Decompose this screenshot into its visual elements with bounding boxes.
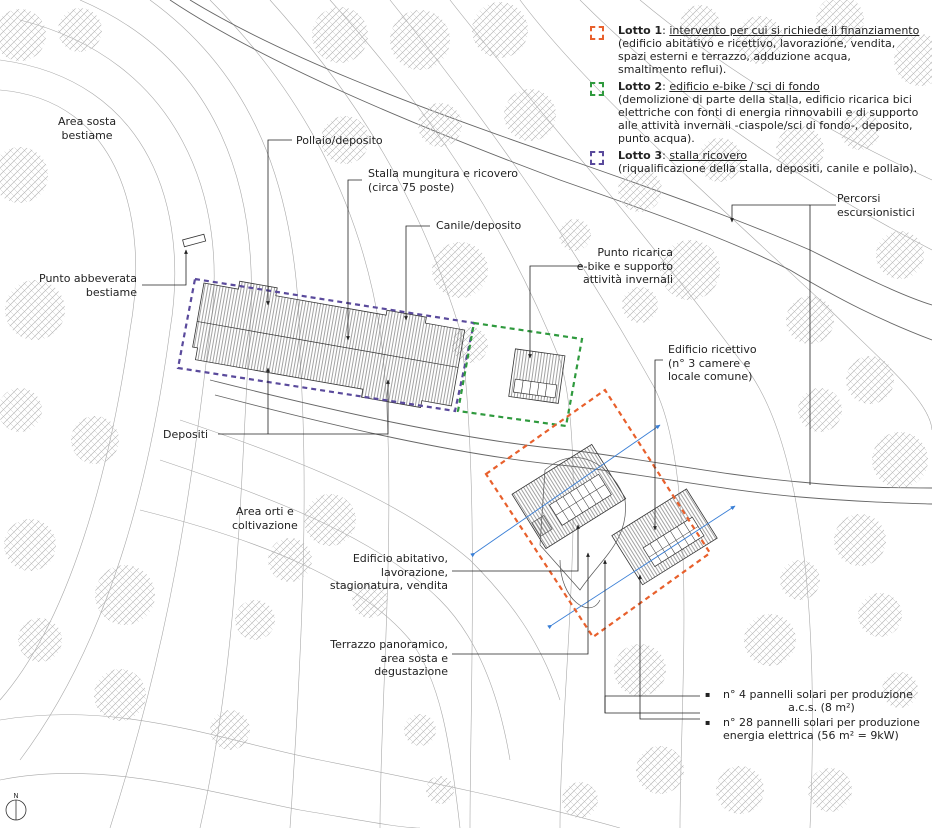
label-percorsi: Percorsi escursionistici: [837, 192, 915, 219]
legend-lotto-1: Lotto 1: intervento per cui si richiede …: [590, 24, 925, 76]
legend-subject: intervento per cui si richiede il finanz…: [669, 24, 920, 37]
solar-axis-lines: [470, 424, 736, 630]
legend-title: Lotto 2: [618, 80, 663, 93]
leader-lines: [142, 139, 836, 720]
label-area-orti: Area orti e coltivazione: [232, 505, 298, 532]
lotto-3-boundary: [176, 277, 476, 413]
solar-note: n° 4 pannelli solari per produzione a.c.…: [705, 688, 920, 714]
legend-desc-line: elettriche con fonti di energia rinnovab…: [618, 106, 919, 119]
legend-desc-line: (riqualificazione della stalla, depositi…: [618, 162, 918, 175]
legend-desc-line: alle attività invernali -ciaspole/sci di…: [618, 119, 913, 132]
legend-subject: stalla ricovero: [669, 149, 748, 162]
label-punto-ricarica: Punto ricarica e-bike e supporto attivit…: [576, 246, 673, 286]
legend-desc-line: (edificio abitativo e ricettivo, lavoraz…: [618, 37, 896, 50]
solar-panel-notes: n° 4 pannelli solari per produzione a.c.…: [705, 688, 920, 744]
legend-title: Lotto 3: [618, 149, 663, 162]
legend-swatch-lotto-3: [590, 151, 604, 165]
legend-desc-line: spazi esterni e terrazzo, adduzione acqu…: [618, 50, 851, 63]
legend-desc-line: (demolizione di parte della stalla, edif…: [618, 93, 912, 106]
lotto-2-boundary: [456, 321, 584, 428]
legend-desc-line: smaltimento reflui).: [618, 63, 727, 76]
stable-building: [192, 280, 466, 409]
north-arrow-icon: N: [5, 792, 27, 821]
solar-note: n° 28 pannelli solari per produzione ene…: [705, 716, 920, 742]
legend-title: Lotto 1: [618, 24, 663, 37]
label-stalla: Stalla mungitura e ricovero (circa 75 po…: [368, 167, 519, 194]
label-area-sosta: Area sosta bestiame: [58, 115, 117, 142]
label-depositi: Depositi: [163, 428, 209, 441]
hospitality-building: [611, 488, 718, 586]
legend-swatch-lotto-2: [590, 82, 604, 96]
label-edificio-ricettivo: Edificio ricettivo (n° 3 camere e locale…: [668, 343, 757, 383]
legend: Lotto 1: intervento per cui si richiede …: [590, 24, 925, 179]
label-abbeverata: Punto abbeverata bestiame: [39, 272, 137, 299]
label-pollaio: Pollaio/deposito: [296, 134, 383, 147]
label-canile: Canile/deposito: [436, 219, 522, 232]
legend-swatch-lotto-1: [590, 26, 604, 40]
label-edificio-abitativo: Edificio abitativo, lavorazione, stagion…: [329, 552, 448, 592]
legend-lotto-3: Lotto 3: stalla ricovero (riqualificazio…: [590, 149, 925, 175]
legend-desc-line: punto acqua).: [618, 132, 695, 145]
legend-subject: edificio e-bike / sci di fondo: [669, 80, 820, 93]
ebike-building: [508, 348, 566, 404]
north-label: N: [13, 792, 18, 800]
legend-lotto-2: Lotto 2: edificio e-bike / sci di fondo …: [590, 80, 925, 145]
water-trough: [182, 233, 207, 248]
label-terrazzo: Terrazzo panoramico, area sosta e degust…: [330, 638, 448, 678]
